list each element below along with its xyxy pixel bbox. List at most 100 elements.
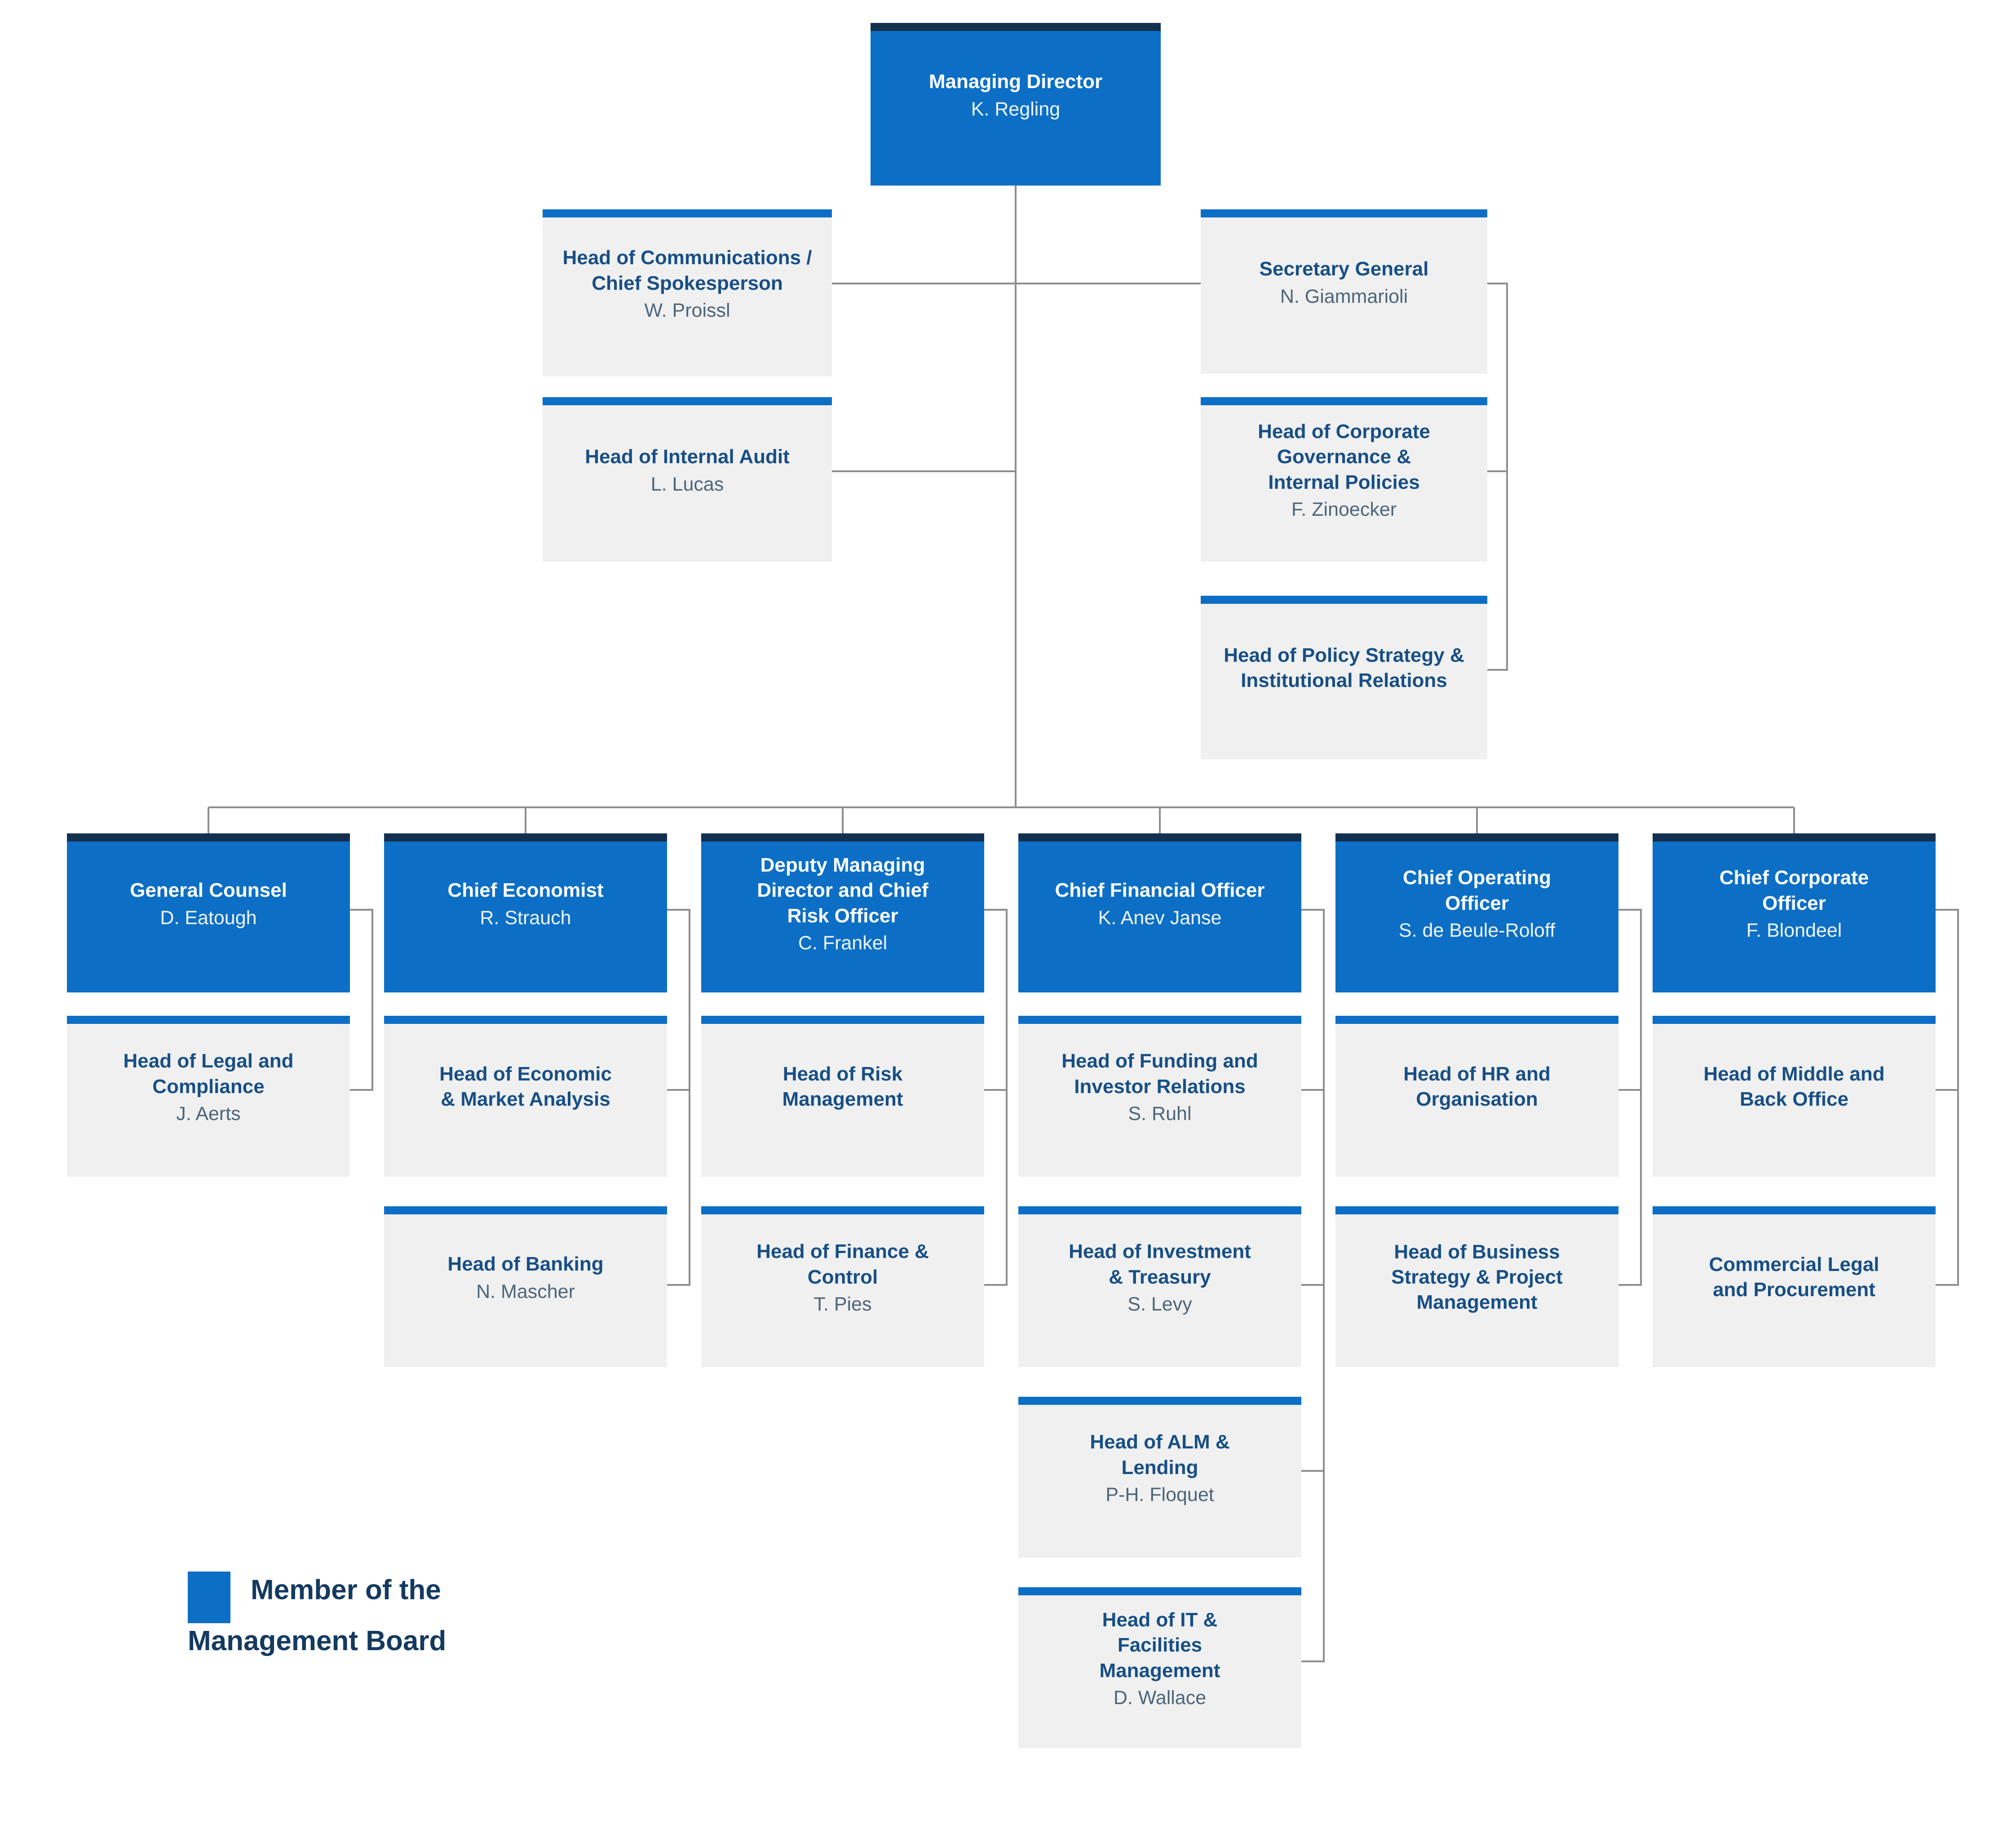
org-node-investment-treasury: Head of Investment & Treasury S. Levy xyxy=(1018,1206,1301,1367)
blue-top-strip xyxy=(1018,1206,1301,1214)
org-node-it-facilities: Head of IT & Facilities Management D. Wa… xyxy=(1018,1587,1301,1748)
node-title: Head of Banking xyxy=(447,1253,604,1275)
node-person: R. Strauch xyxy=(480,907,571,929)
node-title: Head of Funding and Investor Relations xyxy=(1061,1050,1258,1098)
org-node-deputy-md-cro: Deputy Managing Director and Chief Risk … xyxy=(701,833,984,992)
node-person: D. Eatough xyxy=(160,907,257,929)
org-node-funding-ir: Head of Funding and Investor Relations S… xyxy=(1018,1016,1301,1177)
node-title: Head of Finance & Control xyxy=(756,1240,929,1288)
node-title: Commercial Legal and Procurement xyxy=(1709,1253,1879,1301)
org-node-general-counsel: General Counsel D. Eatough xyxy=(67,833,350,992)
org-node-communications: Head of Communications / Chief Spokesper… xyxy=(543,209,832,376)
blue-top-strip xyxy=(67,1016,350,1024)
navy-top-strip xyxy=(701,833,984,841)
connector-gc-bracket xyxy=(350,909,373,1091)
node-person: N. Giammarioli xyxy=(1280,285,1408,307)
org-node-commercial-legal-procurement: Commercial Legal and Procurement xyxy=(1653,1206,1936,1367)
node-title: Head of Policy Strategy & Institutional … xyxy=(1224,644,1464,691)
navy-top-strip xyxy=(1335,833,1618,841)
node-title: Head of Middle and Back Office xyxy=(1703,1063,1885,1110)
node-person: J. Aerts xyxy=(176,1103,241,1125)
node-title: Head of Investment & Treasury xyxy=(1069,1240,1251,1288)
org-node-cfo: Chief Financial Officer K. Anev Janse xyxy=(1018,833,1301,992)
node-person: S. Ruhl xyxy=(1128,1103,1192,1125)
node-title: Chief Financial Officer xyxy=(1055,879,1265,902)
node-title: Chief Corporate Officer xyxy=(1719,867,1869,914)
org-node-policy-strategy: Head of Policy Strategy & Institutional … xyxy=(1201,596,1487,759)
node-person: W. Proissl xyxy=(644,299,730,321)
org-node-legal-compliance: Head of Legal and Compliance J. Aerts xyxy=(67,1016,350,1177)
node-person: S. Levy xyxy=(1127,1293,1192,1315)
node-title: Deputy Managing Director and Chief Risk … xyxy=(757,854,928,927)
org-node-coo: Chief Operating Officer S. de Beule-Rolo… xyxy=(1335,833,1618,992)
node-title: General Counsel xyxy=(130,879,287,902)
blue-top-strip xyxy=(1653,1206,1936,1214)
org-node-secretary-general: Secretary General N. Giammarioli xyxy=(1201,209,1487,374)
legend-blue-square-icon xyxy=(188,1572,230,1623)
blue-top-strip xyxy=(1201,397,1487,405)
navy-top-strip xyxy=(1018,833,1301,841)
node-title: Head of Business Strategy & Project Mana… xyxy=(1391,1240,1563,1314)
org-node-cco: Chief Corporate Officer F. Blondeel xyxy=(1653,833,1936,992)
connector-cco-bracket xyxy=(1936,909,1959,1286)
node-person: F. Blondeel xyxy=(1746,919,1842,941)
node-title: Head of Internal Audit xyxy=(585,446,790,468)
org-node-managing-director: Managing Director K. Regling xyxy=(871,23,1161,186)
blue-top-strip xyxy=(384,1206,667,1214)
navy-top-strip xyxy=(67,833,350,841)
node-title: Head of ALM & Lending xyxy=(1090,1431,1230,1479)
blue-top-strip xyxy=(701,1016,984,1024)
node-title: Managing Director xyxy=(928,71,1103,93)
blue-top-strip xyxy=(1018,1587,1301,1595)
node-title: Chief Economist xyxy=(447,879,604,902)
node-title: Head of IT & Facilities Management xyxy=(1099,1609,1220,1682)
node-person: F. Zinoecker xyxy=(1291,499,1397,521)
navy-top-strip xyxy=(384,833,667,841)
legend-label: Member of the Management Board xyxy=(188,1574,447,1656)
blue-top-strip xyxy=(1653,1016,1936,1024)
node-person: T. Pies xyxy=(813,1293,872,1315)
org-node-banking: Head of Banking N. Mascher xyxy=(384,1206,667,1367)
connector-right-bracket xyxy=(1487,283,1508,671)
org-node-alm-lending: Head of ALM & Lending P-H. Floquet xyxy=(1018,1397,1301,1558)
node-title: Head of Economic & Market Analysis xyxy=(439,1063,612,1110)
connector-dmd-bracket xyxy=(984,909,1008,1286)
node-title: Head of Corporate Governance & Internal … xyxy=(1258,421,1430,493)
navy-top-strip xyxy=(871,23,1161,31)
blue-top-strip xyxy=(1018,1397,1301,1405)
node-person: K. Anev Janse xyxy=(1098,907,1222,929)
node-person: D. Wallace xyxy=(1113,1687,1207,1709)
org-node-chief-economist: Chief Economist R. Strauch xyxy=(384,833,667,992)
node-person: K. Regling xyxy=(971,98,1061,120)
blue-top-strip xyxy=(1335,1206,1618,1214)
node-person: C. Frankel xyxy=(798,932,888,954)
blue-top-strip xyxy=(1201,209,1487,217)
node-person: P-H. Floquet xyxy=(1105,1483,1214,1505)
node-title: Secretary General xyxy=(1259,258,1429,280)
blue-top-strip xyxy=(384,1016,667,1024)
node-title: Head of Legal and Compliance xyxy=(123,1050,294,1098)
org-node-internal-audit: Head of Internal Audit L. Lucas xyxy=(543,397,832,562)
legend: Member of the Management Board xyxy=(188,1572,475,1660)
node-title: Head of Risk Management xyxy=(782,1063,903,1110)
connector-coo-bracket xyxy=(1618,909,1642,1286)
navy-top-strip xyxy=(1653,833,1936,841)
blue-top-strip xyxy=(543,209,832,217)
blue-top-strip xyxy=(543,397,832,405)
blue-top-strip xyxy=(1018,1016,1301,1024)
connector-ce-bracket xyxy=(667,909,690,1286)
node-title: Head of Communications / Chief Spokesper… xyxy=(562,247,812,294)
node-title: Head of HR and Organisation xyxy=(1403,1063,1551,1110)
blue-top-strip xyxy=(1201,596,1487,604)
blue-top-strip xyxy=(701,1206,984,1214)
org-node-business-strategy-pm: Head of Business Strategy & Project Mana… xyxy=(1335,1206,1618,1367)
org-node-risk-management: Head of Risk Management xyxy=(701,1016,984,1177)
node-person: S. de Beule-Roloff xyxy=(1398,919,1556,941)
node-person: L. Lucas xyxy=(650,473,724,495)
org-node-corporate-governance: Head of Corporate Governance & Internal … xyxy=(1201,397,1487,562)
org-node-economic-market-analysis: Head of Economic & Market Analysis xyxy=(384,1016,667,1177)
node-person: N. Mascher xyxy=(476,1280,575,1302)
org-node-finance-control: Head of Finance & Control T. Pies xyxy=(701,1206,984,1367)
